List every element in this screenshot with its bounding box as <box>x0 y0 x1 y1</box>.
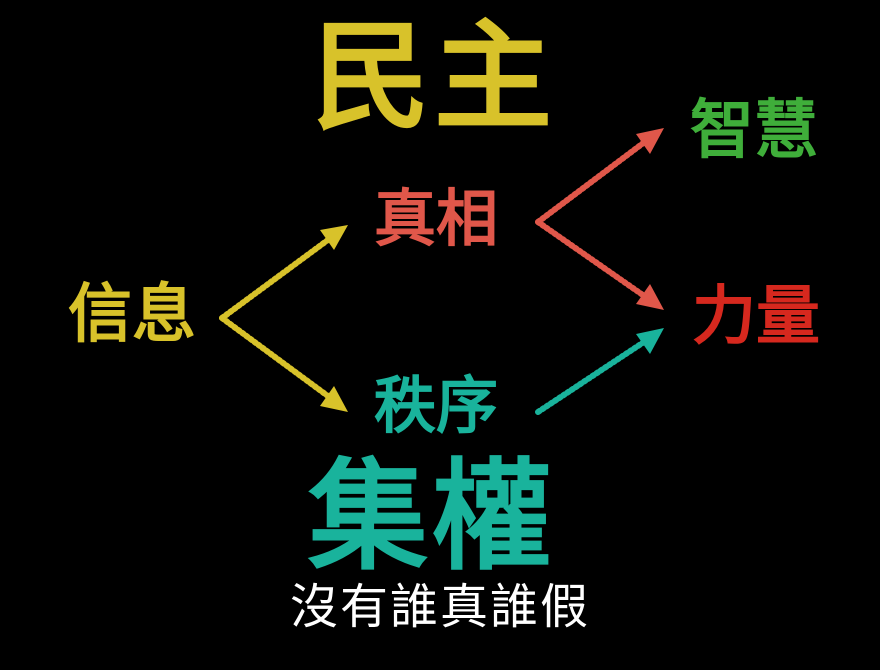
arrow-info-to-truth-shaft <box>219 231 339 321</box>
node-power: 力量 <box>692 280 820 354</box>
title-authoritarianism: 集權 <box>308 448 556 587</box>
arrow-truth-to-power-head <box>636 284 664 310</box>
arrow-truth-to-power <box>535 219 664 310</box>
arrow-order-to-power-shaft <box>535 335 653 415</box>
arrow-order-to-power <box>535 328 664 415</box>
arrow-info-to-order-shaft <box>219 315 339 405</box>
title-democracy: 民主 <box>312 8 557 146</box>
arrow-info-to-order-head <box>320 386 348 412</box>
node-order: 秩序 <box>374 369 499 442</box>
node-truth: 真相 <box>374 182 499 255</box>
arrow-info-to-order <box>219 315 348 412</box>
arrow-info-to-truth <box>219 225 348 321</box>
arrow-truth-to-wisdom <box>535 128 664 225</box>
caption-subtitle: 沒有誰真誰假 <box>289 579 590 635</box>
arrow-truth-to-wisdom-shaft <box>535 135 653 225</box>
arrow-info-to-truth-head <box>320 225 348 250</box>
node-information: 信息 <box>68 278 196 352</box>
node-wisdom: 智慧 <box>690 94 818 168</box>
arrow-truth-to-wisdom-head <box>636 128 664 154</box>
arrow-order-to-power-head <box>636 328 664 354</box>
arrow-truth-to-power-shaft <box>535 219 653 303</box>
